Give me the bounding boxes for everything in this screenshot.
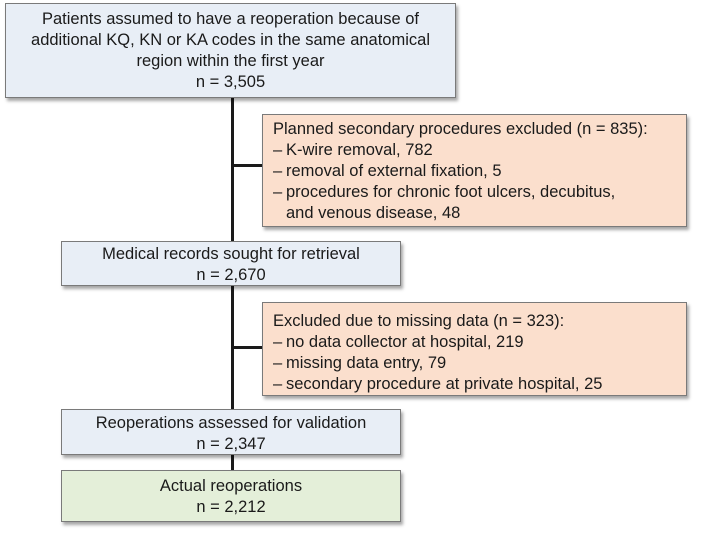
exclusion-item: –missing data entry, 79 — [273, 354, 447, 372]
retrieval-box-count: n = 2,670 — [196, 266, 266, 284]
start-box-count: n = 3,505 — [195, 73, 266, 91]
actual-reoperations-count: n = 2,212 — [196, 498, 266, 516]
actual-reoperations-box: Actual reoperations n = 2,212 — [61, 470, 401, 522]
retrieval-box: Medical records sought for retrieval n =… — [61, 241, 401, 286]
exclusion-item: –K-wire removal, 782 — [273, 141, 433, 159]
main-flow-line-3 — [231, 455, 234, 470]
start-box-line-3: region within the first year — [136, 52, 325, 70]
start-box: Patients assumed to have a reoperation b… — [5, 3, 456, 98]
exclusion-box-missing-data: Excluded due to missing data (n = 323): … — [262, 302, 687, 396]
retrieval-box-title: Medical records sought for retrieval — [102, 245, 360, 263]
exclusion-item: –secondary procedure at private hospital… — [273, 375, 603, 393]
exclusion-item: –no data collector at hospital, 219 — [273, 333, 524, 351]
exclusion-item: –removal of external fixation, 5 — [273, 162, 502, 180]
start-box-line-1: Patients assumed to have a reoperation b… — [42, 10, 419, 28]
validation-box-title: Reoperations assessed for validation — [95, 414, 367, 432]
exclusion-box-planned-title: Planned secondary procedures excluded (n… — [273, 120, 648, 138]
validation-box: Reoperations assessed for validation n =… — [61, 409, 401, 455]
branch-line-1 — [231, 164, 262, 167]
branch-line-2 — [231, 346, 262, 349]
exclusion-item-continuation: and venous disease, 48 — [286, 204, 461, 222]
actual-reoperations-title: Actual reoperations — [159, 477, 303, 495]
main-flow-line-1 — [231, 98, 234, 241]
exclusion-item: –procedures for chronic foot ulcers, dec… — [273, 183, 616, 201]
validation-box-count: n = 2,347 — [196, 435, 266, 453]
exclusion-box-missing-data-title: Excluded due to missing data (n = 323): — [273, 312, 565, 330]
exclusion-box-planned: Planned secondary procedures excluded (n… — [262, 114, 687, 227]
start-box-line-2: additional KQ, KN or KA codes in the sam… — [31, 31, 430, 49]
